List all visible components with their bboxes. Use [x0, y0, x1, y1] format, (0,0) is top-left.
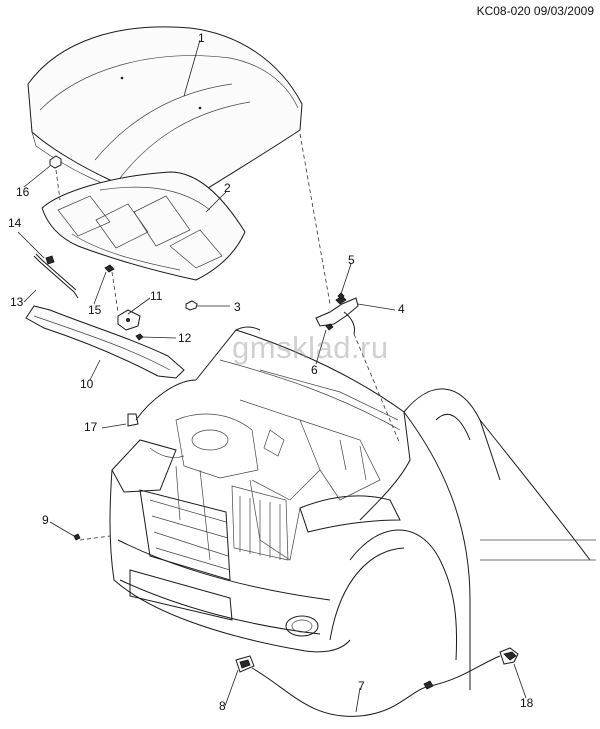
guide-lines: [55, 133, 401, 541]
callout-6: 6: [311, 363, 318, 377]
hood-panel: [27, 26, 303, 199]
prop-rod-retainer: [104, 264, 115, 273]
hood-prop-rod: [33, 253, 79, 299]
callout-3: 3: [234, 300, 241, 314]
callout-14: 14: [8, 216, 22, 230]
callout-9: 9: [42, 513, 49, 527]
callout-leaders: [17, 39, 527, 713]
callout-4: 4: [398, 302, 405, 316]
callout-16: 16: [16, 185, 30, 199]
hood-bumper: [49, 155, 62, 169]
cable-clip: [73, 533, 81, 541]
hood-hinge: [315, 295, 359, 335]
hood-front-seal: [25, 305, 185, 379]
callout-2: 2: [224, 181, 231, 195]
watermark: gmsklad.ru: [232, 330, 389, 365]
callout-17: 17: [84, 420, 98, 434]
hinge-nut: [325, 323, 334, 331]
callout-13: 13: [10, 295, 24, 309]
callout-7: 7: [358, 679, 365, 693]
callout-15: 15: [88, 303, 102, 317]
hinge-bolt: [337, 292, 345, 300]
nut: [185, 300, 198, 311]
cable-end: [499, 647, 519, 665]
prop-rod-clip: [45, 255, 55, 265]
latch-bolt: [135, 333, 144, 341]
callout-12: 12: [178, 331, 192, 345]
hood-latch: [117, 309, 141, 331]
callout-1: 1: [198, 31, 205, 45]
hood-bumper-front: [127, 413, 139, 427]
hood-insulator: [41, 171, 246, 281]
vehicle-front-body: [109, 326, 596, 690]
callout-5: 5: [348, 253, 355, 267]
drawing-code: KC08-020 09/03/2009: [476, 4, 594, 18]
callout-11: 11: [150, 289, 163, 303]
callout-18: 18: [520, 696, 534, 710]
callout-8: 8: [219, 699, 226, 713]
hood-release-cable: [251, 655, 501, 717]
hood-release-handle: [235, 655, 255, 673]
callout-10: 10: [80, 377, 94, 391]
